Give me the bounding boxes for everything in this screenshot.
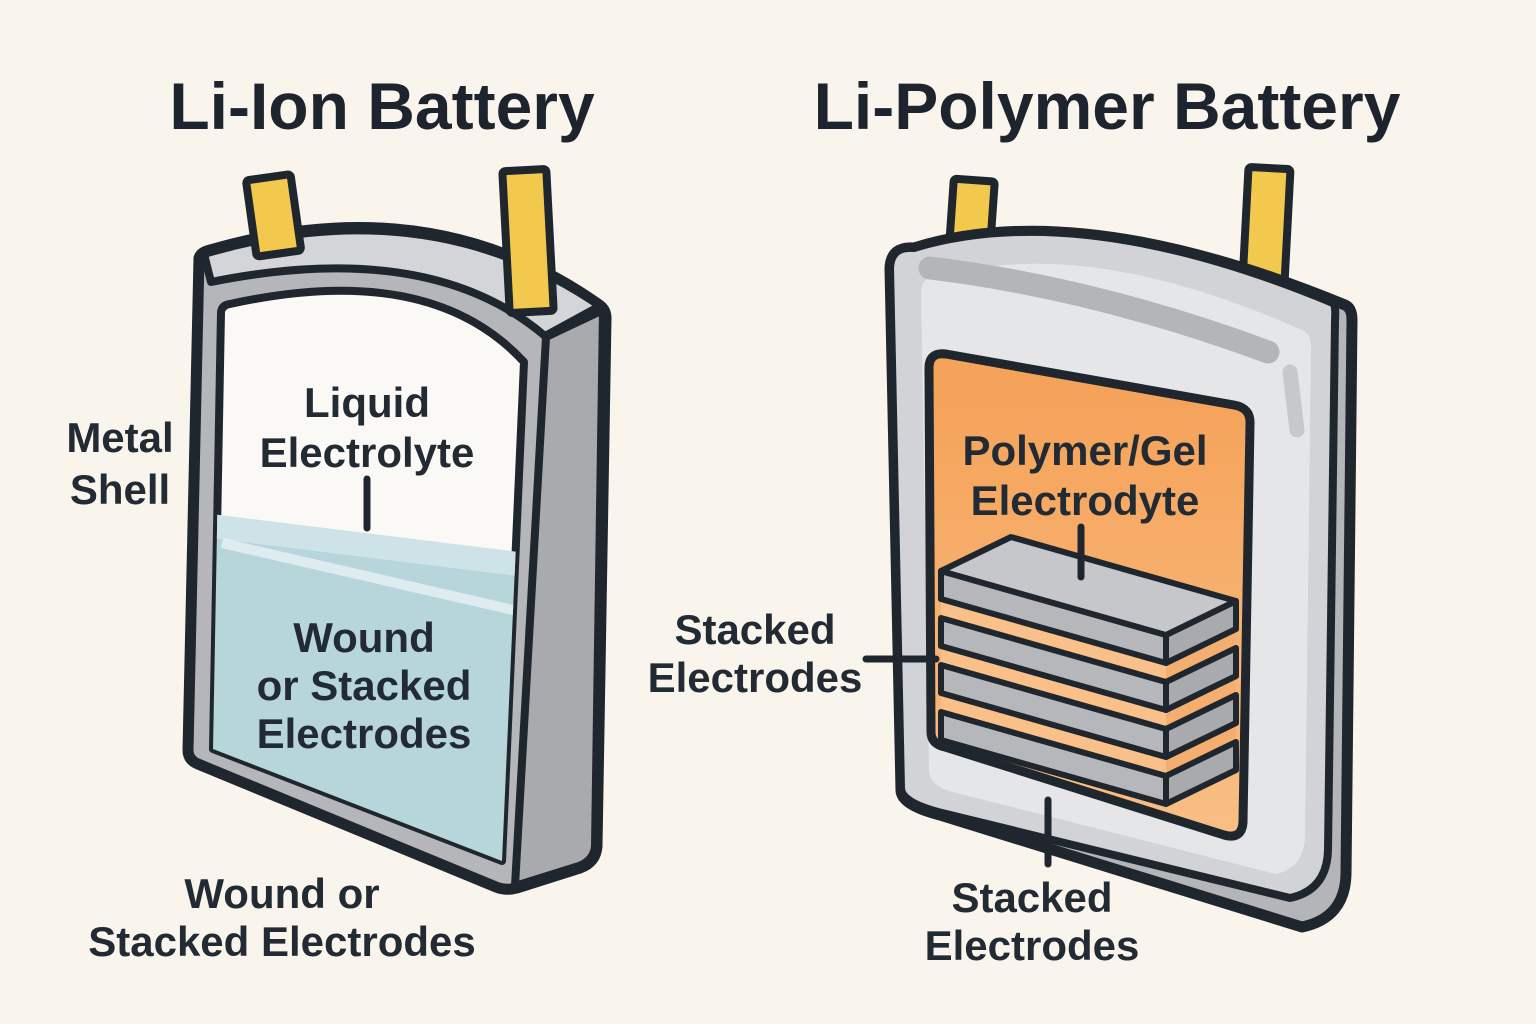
inner-label-line1: Wound (293, 614, 435, 661)
li-ion-title: Li-Ion Battery (169, 69, 595, 143)
liquid-electrolyte-label: Liquid Electrolyte (260, 379, 475, 532)
li-ion-terminal-tab-right (498, 165, 558, 317)
li-ion-side-face (511, 306, 607, 890)
polymer-gel-label: Polymer/Gel Electrodyte (962, 427, 1208, 581)
li-ion-battery-diagram: Li-Ion Battery Metal Shell Liquid Electr… (66, 69, 612, 965)
li-polymer-battery-diagram: Li-Polymer Battery (648, 69, 1401, 969)
bottom-label-line2: Stacked Electrodes (88, 918, 476, 965)
bottom-label-line1: Wound or (184, 870, 379, 917)
gap1-right-face (1166, 629, 1236, 682)
pouch-reflection-stripe-small (1282, 364, 1305, 438)
polymer-gel-line1: Polymer/Gel (962, 427, 1207, 474)
liquid-electrolyte-surface (213, 514, 524, 577)
gap2-right-face (1166, 676, 1236, 729)
li-ion-terminal-tab-left (242, 170, 305, 261)
bottom-label-line2: Electrodes (925, 922, 1140, 969)
liquid-highlight-streak (220, 538, 524, 617)
polymer-gel-line2: Electrodyte (971, 477, 1200, 524)
gap3-left-face (941, 693, 1166, 776)
bottom-label-line1: Stacked (951, 874, 1112, 921)
inner-label-line3: Electrodes (257, 710, 472, 757)
liquid-electrolyte-line2: Electrolyte (260, 429, 475, 476)
slab4-right-face (1163, 739, 1239, 807)
liquid-electrolyte-line1: Liquid (304, 379, 430, 426)
slab2-right-face (1163, 645, 1239, 713)
wound-electrodes-inner-label: Wound or Stacked Electrodes (257, 614, 472, 757)
wound-electrodes-bottom-label: Wound or Stacked Electrodes (88, 870, 476, 965)
li-ion-liquid-region (213, 514, 524, 861)
pouch-reflection-stripe (918, 256, 1280, 364)
liquid-electrolyte-body (213, 514, 524, 861)
slab3-right-face (1163, 692, 1239, 760)
metal-shell-label: Metal Shell (66, 414, 173, 513)
side-label-line1: Stacked (674, 606, 835, 653)
li-polymer-title: Li-Polymer Battery (814, 69, 1401, 143)
side-label-line2: Electrodes (648, 654, 863, 701)
metal-shell-line1: Metal (66, 414, 173, 461)
stacked-electrodes-bottom-label: Stacked Electrodes (925, 796, 1140, 969)
stacked-electrodes-side-label: Stacked Electrodes (648, 606, 940, 701)
gap2-left-face (941, 646, 1166, 729)
gap3-right-face (1166, 723, 1236, 776)
gap1-left-face (941, 599, 1166, 682)
stack-top-face (938, 534, 1239, 638)
inner-label-line2: or Stacked (257, 662, 472, 709)
electrode-stack-gaps (941, 599, 1236, 776)
metal-shell-line2: Shell (70, 466, 170, 513)
electrode-stack-slabs (938, 534, 1239, 807)
